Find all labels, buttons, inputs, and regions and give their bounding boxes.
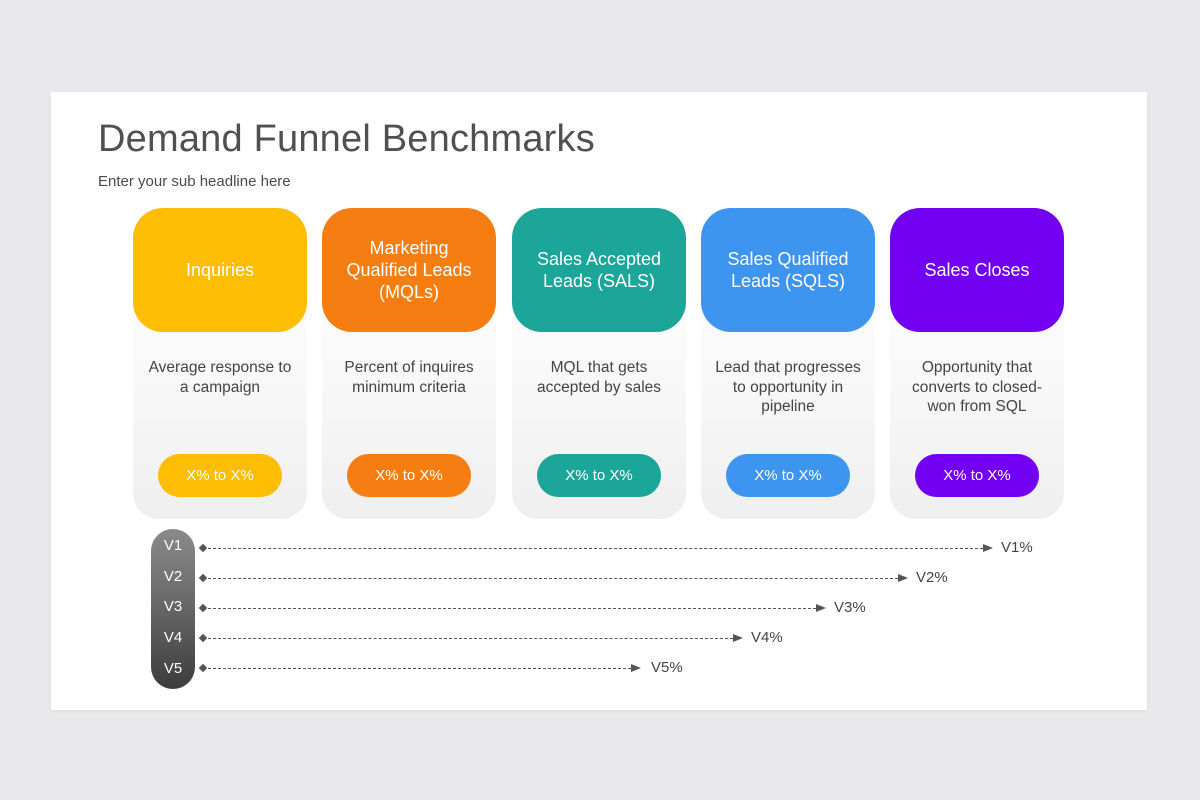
velocity-label: V2 xyxy=(163,568,183,585)
velocity-bar xyxy=(151,529,195,689)
stage-description: Opportunity that converts to closed- won… xyxy=(911,359,1043,415)
arrowhead-icon xyxy=(898,574,908,582)
stage-value-pill: X% to X% xyxy=(915,454,1039,497)
velocity-label: V5 xyxy=(163,660,183,677)
stage-card-sales-closes: Sales Closes Opportunity that converts t… xyxy=(890,208,1064,519)
stage-description: MQL that gets accepted by sales xyxy=(536,359,662,396)
arrowhead-icon xyxy=(733,634,743,642)
velocity-value: V4% xyxy=(751,629,783,646)
stage-header: Sales Qualified Leads (SQLS) xyxy=(701,208,875,332)
stage-header: Sales Closes xyxy=(890,208,1064,332)
stage-value-pill: X% to X% xyxy=(158,454,282,497)
stage-description: Average response to a campaign xyxy=(148,359,292,396)
arrowhead-icon xyxy=(983,544,993,552)
velocity-value: V3% xyxy=(834,599,866,616)
velocity-value: V1% xyxy=(1001,539,1033,556)
velocity-label: V1 xyxy=(163,537,183,554)
velocity-value: V2% xyxy=(916,569,948,586)
dashed-arrow-line xyxy=(203,638,733,640)
page-subtitle: Enter your sub headline here xyxy=(98,173,291,190)
arrowhead-icon xyxy=(631,664,641,672)
stage-header: Inquiries xyxy=(133,208,307,332)
stage-card-inquiries: Inquiries Average response to a campaign… xyxy=(133,208,307,519)
dashed-arrow-line xyxy=(203,608,816,610)
stage-header: Marketing Qualified Leads (MQLs) xyxy=(322,208,496,332)
stage-header: Sales Accepted Leads (SALS) xyxy=(512,208,686,332)
stage-description: Percent of inquires minimum criteria xyxy=(344,359,474,396)
stage-value-pill: X% to X% xyxy=(537,454,661,497)
arrowhead-icon xyxy=(816,604,826,612)
stage-card-sqls: Sales Qualified Leads (SQLS) Lead that p… xyxy=(701,208,875,519)
dashed-arrow-line xyxy=(203,578,898,580)
velocity-label: V3 xyxy=(163,598,183,615)
stage-card-mqls: Marketing Qualified Leads (MQLs) Percent… xyxy=(322,208,496,519)
stage-description: Lead that progresses to opportunity in p… xyxy=(715,359,861,415)
velocity-label: V4 xyxy=(163,629,183,646)
stage-value-pill: X% to X% xyxy=(726,454,850,497)
page-title: Demand Funnel Benchmarks xyxy=(98,118,595,160)
velocity-value: V5% xyxy=(651,659,683,676)
dashed-arrow-line xyxy=(203,668,631,670)
stage-value-pill: X% to X% xyxy=(347,454,471,497)
dashed-arrow-line xyxy=(203,548,983,550)
stage-card-sals: Sales Accepted Leads (SALS) MQL that get… xyxy=(512,208,686,519)
slide: Demand Funnel Benchmarks Enter your sub … xyxy=(51,92,1147,710)
